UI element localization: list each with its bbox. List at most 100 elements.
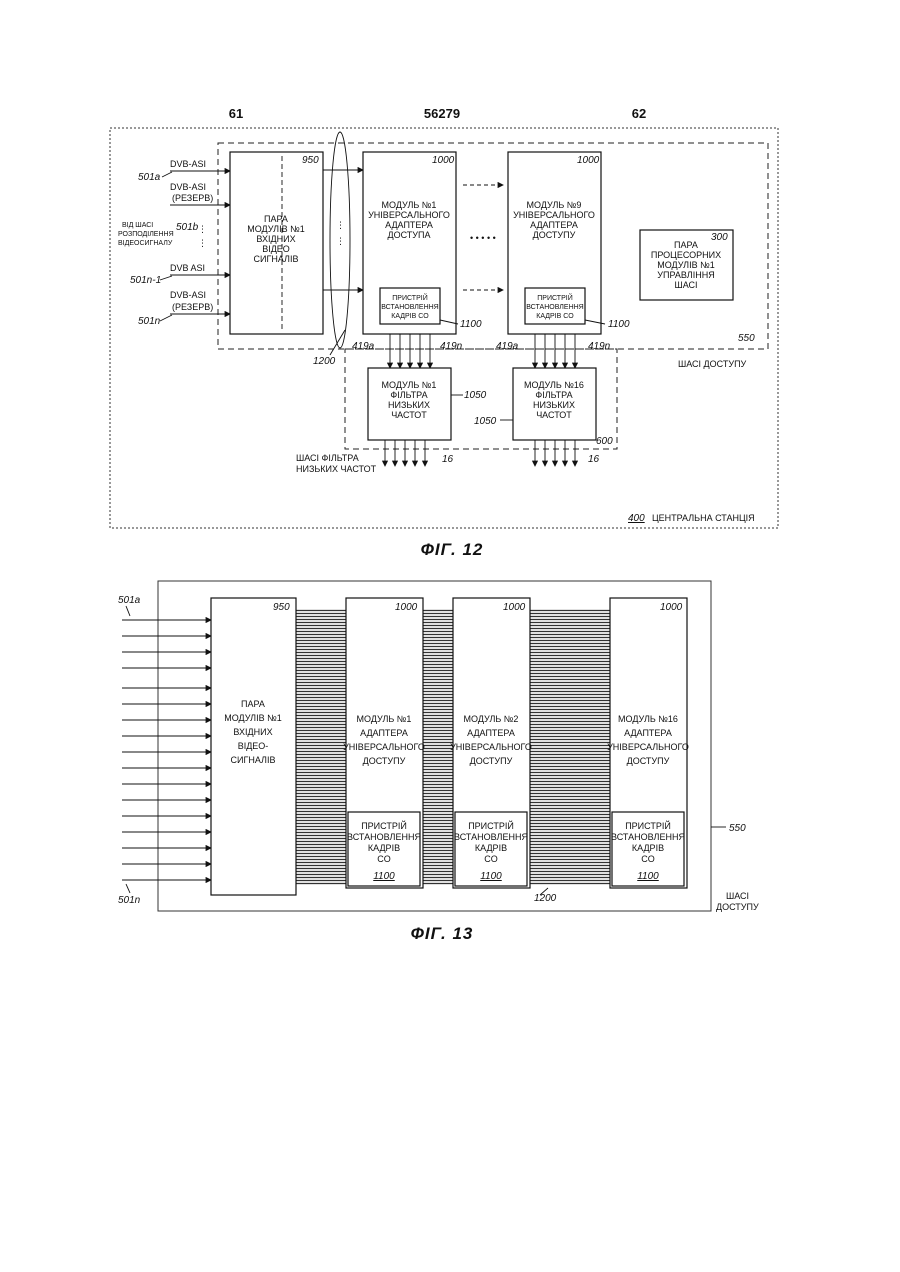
- filter1-line2: ФІЛЬТРА: [390, 390, 427, 400]
- processor-line4: УПРАВЛІННЯ: [657, 270, 714, 280]
- header-document-number: 56279: [424, 106, 460, 121]
- ref-419n-2: 419n: [588, 341, 611, 352]
- ref-16-2: 16: [588, 454, 600, 465]
- input-reserve-4: (РЕЗЕРВ): [172, 302, 213, 312]
- fig13-adapter2-line3: УНІВЕРСАЛЬНОГО: [450, 742, 532, 752]
- processor-line3: МОДУЛІВ №1: [657, 260, 715, 270]
- fig13-input-module-line5: СИГНАЛІВ: [231, 755, 276, 765]
- fig13-chassis-label-line2: ДОСТУПУ: [716, 902, 759, 912]
- ref-950: 950: [302, 155, 319, 166]
- filter1-line3: НИЗЬКИХ: [388, 400, 430, 410]
- framer1-line3: КАДРІВ CO: [391, 313, 429, 320]
- fig13-ref-501n: 501n: [118, 895, 141, 906]
- ref-419a-1: 419a: [352, 341, 375, 352]
- fig13-ref-950: 950: [273, 602, 290, 613]
- ref-419a-2: 419a: [496, 341, 519, 352]
- adapter1-line2: УНІВЕРСАЛЬНОГО: [368, 210, 450, 220]
- fig13-adapter2-line4: ДОСТУПУ: [470, 756, 513, 766]
- adapter9-line2: УНІВЕРСАЛЬНОГО: [513, 210, 595, 220]
- central-station-label: ЦЕНТРАЛЬНА СТАНЦІЯ: [652, 513, 755, 523]
- adapter1-line1: МОДУЛЬ №1: [382, 200, 437, 210]
- fig13-framer1-line3: КАДРІВ: [368, 843, 400, 853]
- svg-text:• • • • •: • • • • •: [470, 233, 496, 243]
- filter-chassis-label-line1: ШАСІ ФІЛЬТРА: [296, 453, 359, 463]
- access-chassis-label: ШАСІ ДОСТУПУ: [678, 359, 747, 369]
- svg-text:⋮: ⋮: [198, 224, 207, 234]
- processor-ref-300: 300: [711, 232, 728, 243]
- backplane-hatch-2: [423, 609, 453, 885]
- input-dvb-asi-1: DVB-ASI: [170, 159, 206, 169]
- fig13-input-module-line4: ВІДЕО-: [238, 741, 269, 751]
- svg-text:⋮: ⋮: [198, 238, 207, 248]
- fig13-framer1-line1: ПРИСТРІЙ: [361, 820, 407, 831]
- fig13-ref-1200: 1200: [534, 893, 557, 904]
- processor-line1: ПАРА: [674, 240, 698, 250]
- adapter9-ref-1000: 1000: [577, 155, 600, 166]
- fig13-framer2-line4: CO: [484, 854, 498, 864]
- adapter9-line1: МОДУЛЬ №9: [527, 200, 582, 210]
- fig13-adapter16-line2: АДАПТЕРА: [624, 728, 672, 738]
- filter16-line1: МОДУЛЬ №16: [524, 380, 584, 390]
- svg-text:⋮: ⋮: [336, 220, 345, 230]
- input-module-line5: СИГНАЛІВ: [254, 254, 299, 264]
- ref-501n-1: 501n-1: [130, 275, 161, 286]
- fig13-adapter16-line3: УНІВЕРСАЛЬНОГО: [607, 742, 689, 752]
- adapter1-line3: АДАПТЕРА: [385, 220, 433, 230]
- figure-12: DVB-ASI 501a DVB-ASI (РЕЗЕРВ) ВІД ШАСІ Р…: [110, 128, 778, 559]
- fig13-framer16-line3: КАДРІВ: [632, 843, 664, 853]
- filter1-line1: МОДУЛЬ №1: [382, 380, 437, 390]
- fig13-adapter16-line1: МОДУЛЬ №16: [618, 714, 678, 724]
- header-left-number: 61: [229, 106, 243, 121]
- framer9-line3: КАДРІВ CO: [536, 313, 574, 320]
- input-module-line2: МОДУЛІВ №1: [247, 224, 305, 234]
- framer9-line2: ВСТАНОВЛЕННЯ: [526, 304, 584, 311]
- fig13-framer16-line4: CO: [641, 854, 655, 864]
- ref-550: 550: [738, 333, 755, 344]
- figure-13-caption: ФІГ. 13: [411, 924, 474, 943]
- framer9-ref-1100: 1100: [608, 319, 630, 330]
- processor-line2: ПРОЦЕСОРНИХ: [651, 250, 721, 260]
- fig13-chassis-label-line1: ШАСІ: [726, 891, 749, 901]
- adapter1-ref-1000: 1000: [432, 155, 455, 166]
- input-dvb-asi-2: DVB-ASI: [170, 182, 206, 192]
- fig13-framer1-line4: CO: [377, 854, 391, 864]
- backplane-hatch-1: [296, 609, 346, 885]
- ref-1200: 1200: [313, 356, 336, 367]
- fig13-adapter1-line3: УНІВЕРСАЛЬНОГО: [343, 742, 425, 752]
- framer1-line1: ПРИСТРІЙ: [392, 293, 427, 302]
- svg-text:⋮: ⋮: [336, 236, 345, 246]
- adapter1-line4: ДОСТУПА: [388, 230, 431, 240]
- fig13-input-module-line3: ВХІДНИХ: [233, 727, 272, 737]
- fig13-adapter1-line1: МОДУЛЬ №1: [357, 714, 412, 724]
- filter16-ref-1050: 1050: [474, 416, 497, 427]
- fig13-adapter1-line4: ДОСТУПУ: [363, 756, 406, 766]
- framer1-ref-1100: 1100: [460, 319, 482, 330]
- input-dvb-asi-3: DVB ASI: [170, 263, 205, 273]
- fig13-framer2-line3: КАДРІВ: [475, 843, 507, 853]
- filter16-line4: ЧАСТОТ: [536, 410, 572, 420]
- fig13-adapter16-line4: ДОСТУПУ: [627, 756, 670, 766]
- fig13-framer2-line2: ВСТАНОВЛЕННЯ: [454, 832, 528, 842]
- fig13-adapter1-line2: АДАПТЕРА: [360, 728, 408, 738]
- fig13-ref-550: 550: [729, 823, 746, 834]
- fig13-framer2-ref-1100: 1100: [480, 871, 502, 882]
- source-label-line3: ВІДЕОСИГНАЛУ: [118, 240, 173, 247]
- fig13-adapter2-line1: МОДУЛЬ №2: [464, 714, 519, 724]
- fig13-input-module-line2: МОДУЛІВ №1: [224, 713, 282, 723]
- source-label-line1: ВІД ШАСІ: [122, 222, 153, 229]
- fig13-adapter2-line2: АДАПТЕРА: [467, 728, 515, 738]
- ref-16-1: 16: [442, 454, 454, 465]
- filter1-ref-1050: 1050: [464, 390, 487, 401]
- fig13-framer16-line1: ПРИСТРІЙ: [625, 820, 671, 831]
- header-right-number: 62: [632, 106, 646, 121]
- fig13-input-arrows: [122, 620, 211, 880]
- fig13-adapter2-ref-1000: 1000: [503, 602, 526, 613]
- fig13-adapter1-ref-1000: 1000: [395, 602, 418, 613]
- filter16-line2: ФІЛЬТРА: [535, 390, 572, 400]
- ref-501b: 501b: [176, 222, 199, 233]
- backplane-hatch-3: [530, 609, 610, 885]
- source-label-line2: РОЗПОДІЛЕННЯ: [118, 231, 174, 238]
- ref-501a: 501a: [138, 172, 161, 183]
- filter1-line4: ЧАСТОТ: [391, 410, 427, 420]
- framer9-line1: ПРИСТРІЙ: [537, 293, 572, 302]
